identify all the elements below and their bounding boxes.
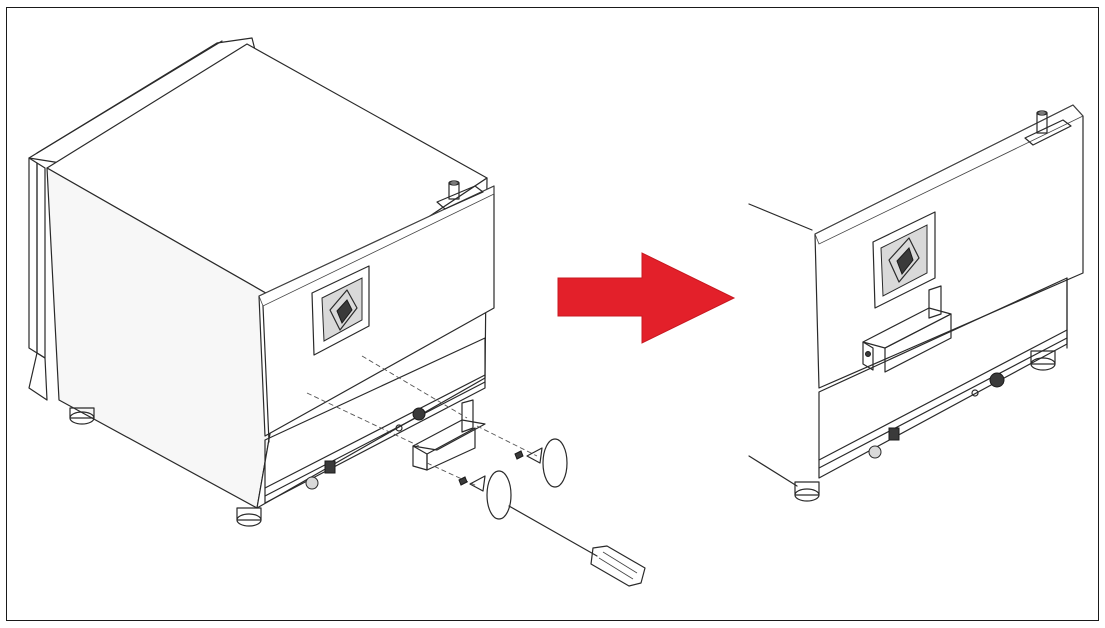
oven-left-view [28, 37, 646, 587]
fan-grille-left [311, 265, 370, 356]
diagram-frame [6, 7, 1099, 621]
bracket-installed [862, 285, 952, 373]
arrow-right-icon [557, 252, 736, 344]
screwdriver [508, 505, 646, 587]
screws [458, 438, 568, 520]
bracket [412, 399, 486, 471]
oven-installed-view [748, 104, 1084, 502]
installation-diagram [28, 37, 1084, 587]
